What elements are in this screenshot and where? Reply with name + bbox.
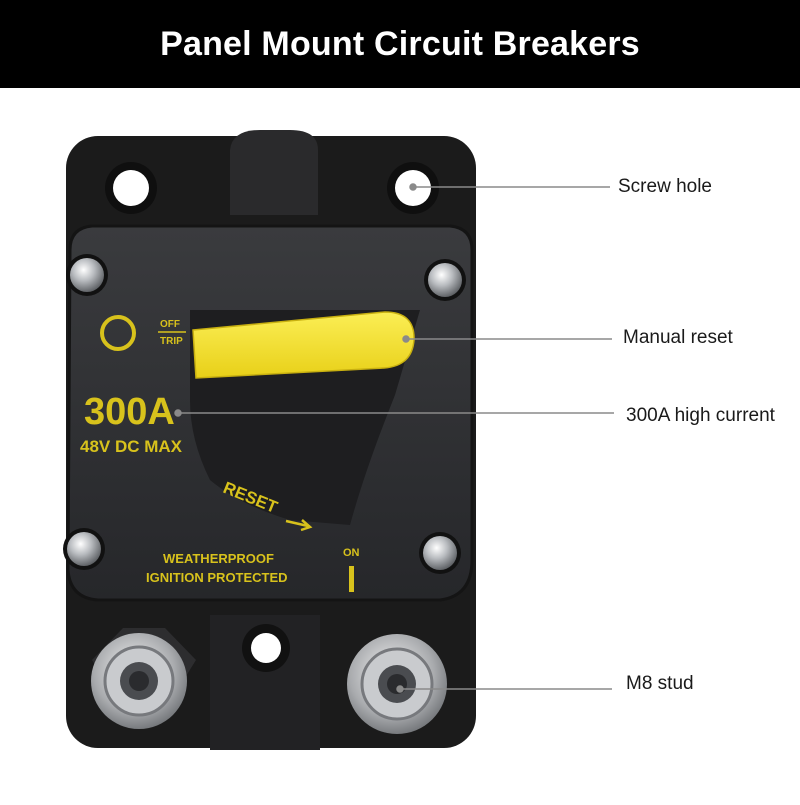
screw-hole-left: [105, 162, 157, 214]
callout-high-current: 300A high current: [626, 405, 775, 426]
trip-label: TRIP: [160, 336, 183, 347]
current-rating: 300A: [84, 391, 175, 433]
screw-hole-bottom: [242, 624, 290, 672]
manual-reset-lever[interactable]: [192, 311, 415, 379]
circuit-breaker-illustration: OFF TRIP 300A 48V DC MAX RESET ON WEATHE…: [63, 130, 614, 750]
off-trip-ring-icon: [100, 315, 136, 351]
face-screw-top-right: [424, 259, 466, 301]
face-screw-top-left: [66, 254, 108, 296]
breaker-photo: OFF TRIP 300A 48V DC MAX RESET ON WEATHE…: [0, 88, 800, 800]
weatherproof-text: WEATHERPROOF: [163, 551, 274, 566]
title-banner: Panel Mount Circuit Breakers: [0, 0, 800, 88]
face-screw-bottom-left: [63, 528, 105, 570]
callout-m8-stud: M8 stud: [626, 673, 694, 694]
voltage-rating: 48V DC MAX: [80, 437, 183, 456]
face-screw-bottom-right: [419, 532, 461, 574]
on-indicator-bar-icon: [349, 566, 354, 592]
reset-arrow-icon: [285, 519, 313, 532]
ignition-protected-text: IGNITION PROTECTED: [146, 570, 288, 585]
callout-screw-hole: Screw hole: [618, 176, 712, 197]
m8-stud-right: [347, 634, 447, 734]
callout-manual-reset: Manual reset: [623, 327, 733, 348]
m8-stud-left: [91, 628, 196, 729]
on-label: ON: [343, 547, 360, 559]
off-label: OFF: [160, 319, 180, 330]
callout-leaders: [174, 183, 614, 693]
page-title: Panel Mount Circuit Breakers: [160, 24, 640, 63]
